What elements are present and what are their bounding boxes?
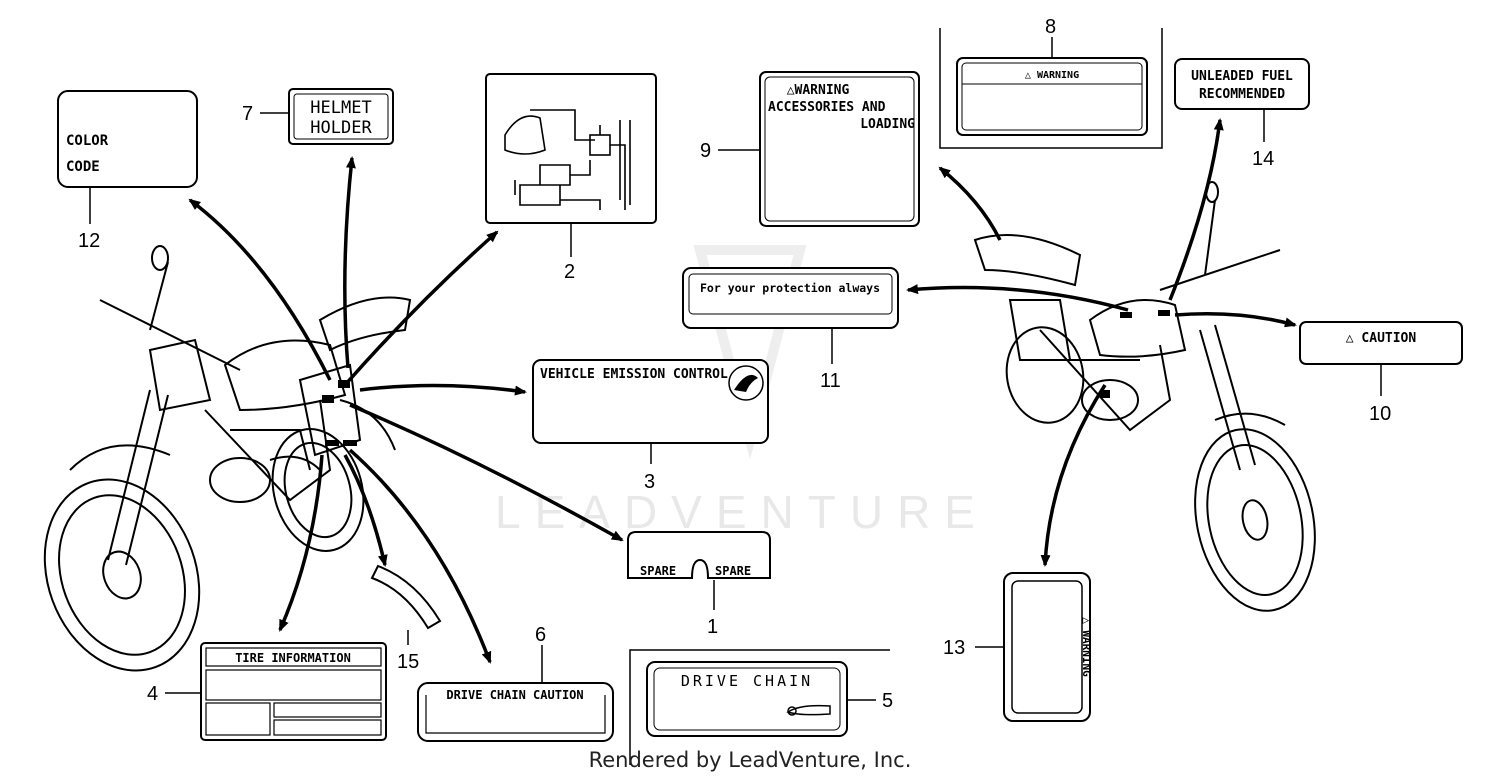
part-5-text: DRIVE CHAIN	[681, 672, 813, 690]
callout-14: 14	[1252, 148, 1274, 170]
part-14-line2: RECOMMENDED	[1199, 87, 1285, 102]
callout-8: 8	[1045, 16, 1056, 38]
callout-2: 2	[564, 261, 575, 283]
callout-1: 1	[707, 616, 718, 638]
leader-arrows-left	[188, 156, 624, 664]
part-8-text: △ WARNING	[1025, 70, 1079, 81]
callout-9: 9	[700, 140, 711, 162]
part-7-line1: HELMET	[310, 98, 371, 118]
part-14-line1: UNLEADED FUEL	[1191, 69, 1293, 84]
footer-credit: Rendered by LeadVenture, Inc.	[588, 748, 912, 772]
callout-3: 3	[644, 471, 655, 493]
callout-12: 12	[78, 230, 100, 252]
callout-15: 15	[397, 651, 419, 673]
leader-arrows-right	[906, 118, 1297, 567]
part-6-text: DRIVE CHAIN CAUTION	[446, 688, 583, 702]
label-part-13: △ WARNING 13	[943, 572, 1093, 722]
label-part-11: For your protection always 11	[682, 267, 899, 392]
label-patches-right	[1100, 310, 1170, 398]
label-part-8: △ WARNING 8	[939, 16, 1163, 149]
callout-5: 5	[882, 690, 893, 712]
label-part-14: UNLEADED FUEL RECOMMENDED 14	[1174, 58, 1310, 170]
part-12-line2: CODE	[66, 159, 100, 175]
callout-7: 7	[242, 103, 253, 125]
label-part-4: TIRE INFORMATION 4	[147, 642, 387, 741]
part-3-text: VEHICLE EMISSION CONTROL	[540, 367, 728, 382]
label-part-9: △WARNING ACCESSORIES AND LOADING 9	[700, 71, 920, 227]
part-12-line1: COLOR	[66, 133, 109, 149]
part-11-text: For your protection always	[700, 281, 880, 295]
part-4-text: TIRE INFORMATION	[235, 651, 351, 665]
label-part-3: VEHICLE EMISSION CONTROL 3	[532, 359, 769, 493]
label-part-10: △ CAUTION 10	[1299, 321, 1463, 425]
part-1-text-b: SPARE	[715, 564, 751, 578]
label-part-7: HELMET HOLDER 7	[242, 88, 394, 145]
label-part-12: COLOR CODE 12	[57, 90, 198, 252]
watermark-text: LEADVENTURE	[495, 486, 989, 538]
label-part-2: 2	[485, 73, 657, 283]
part-10-text: △ CAUTION	[1346, 331, 1417, 346]
hose-routing-drawing	[504, 109, 631, 210]
motorcycle-right	[973, 181, 1316, 612]
label-part-6: DRIVE CHAIN CAUTION 6	[417, 624, 614, 742]
chain-adjuster-icon	[786, 704, 831, 716]
part-1-text-a: SPARE	[640, 564, 676, 578]
label-part-15: 15	[370, 564, 442, 673]
callout-10: 10	[1369, 403, 1391, 425]
part-9-line3: LOADING	[860, 117, 915, 132]
callout-6: 6	[535, 624, 546, 646]
watermark: LEADVENTURE	[495, 245, 989, 538]
label-part-1: SPARE SPARE 1	[627, 531, 771, 638]
callout-13: 13	[943, 637, 965, 659]
label-part-5: DRIVE CHAIN 5	[629, 649, 893, 765]
callout-11: 11	[820, 370, 841, 392]
callout-4: 4	[147, 683, 158, 705]
label-patches-left	[322, 380, 357, 446]
part-13-text: △ WARNING	[1080, 617, 1093, 677]
part-7-line2: HOLDER	[310, 118, 372, 138]
part-9-line1: △WARNING	[787, 83, 850, 98]
part-9-line2: ACCESSORIES AND	[768, 100, 886, 115]
motorcycle-left	[43, 245, 412, 672]
